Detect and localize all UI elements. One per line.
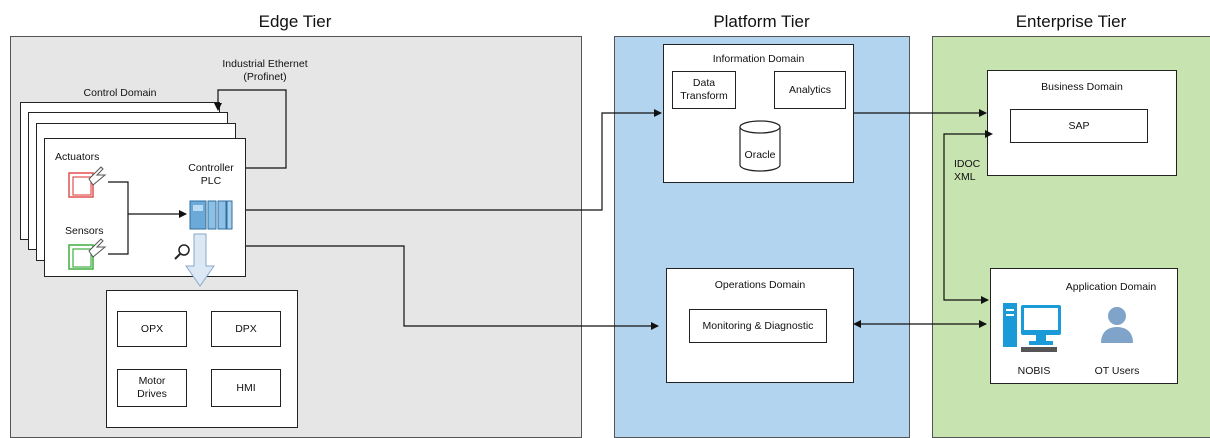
industrial-ethernet-label: Industrial Ethernet (Profinet) <box>200 58 330 83</box>
plc-icon <box>189 199 233 236</box>
motor-line1: Motor <box>138 375 166 388</box>
business-domain-box: Business Domain SAP <box>987 70 1177 176</box>
computer-icon <box>1001 299 1063 362</box>
enterprise-tier-title: Enterprise Tier <box>1015 12 1127 31</box>
platform-tier-title: Platform Tier <box>713 12 810 31</box>
field-devices-box: OPX DPX Motor Drives HMI <box>106 290 298 428</box>
idoc-line1: IDOC <box>954 158 981 170</box>
monitoring-diagnostic-label: Monitoring & Diagnostic <box>702 319 814 332</box>
industrial-ethernet-line2: (Profinet) <box>243 70 287 83</box>
oracle-label: Oracle <box>744 149 776 161</box>
data-transform-line1: Data <box>692 77 716 90</box>
sap-box: SAP <box>1010 109 1148 143</box>
sap-label: SAP <box>1068 119 1090 132</box>
information-domain-title: Information Domain <box>712 53 805 65</box>
hmi-box: HMI <box>211 369 281 407</box>
motor-drives-box: Motor Drives <box>117 369 187 407</box>
analytics-box: Analytics <box>774 71 846 109</box>
operations-domain-title: Operations Domain <box>714 279 806 291</box>
magnifier-icon <box>173 243 191 266</box>
opx-label: OPX <box>140 322 164 335</box>
application-domain-box: Application Domain NOBIS OT Users <box>990 268 1178 384</box>
dpx-box: DPX <box>211 311 281 347</box>
actuator-icon <box>67 165 115 206</box>
sensors-label: Sensors <box>65 225 104 237</box>
opx-box: OPX <box>117 311 187 347</box>
data-transform-line2: Transform <box>680 90 728 102</box>
operations-domain-box: Operations Domain Monitoring & Diagnosti… <box>666 268 854 383</box>
edge-tier-title: Edge Tier <box>258 12 332 31</box>
database-icon <box>738 119 782 178</box>
application-domain-title: Application Domain <box>1065 281 1157 293</box>
motor-line2: Drives <box>137 388 167 400</box>
industrial-ethernet-line1: Industrial Ethernet <box>222 58 308 70</box>
information-domain-box: Information Domain Data Transform Analyt… <box>663 44 854 183</box>
nobis-label: NOBIS <box>1017 365 1051 377</box>
user-icon <box>1099 305 1135 350</box>
data-transform-box: Data Transform <box>672 71 736 109</box>
controller-line1: Controller <box>188 162 234 174</box>
data-transform-label: Data Transform <box>680 77 727 102</box>
motor-drives-label: Motor Drives <box>137 375 167 400</box>
sensor-icon <box>67 237 115 278</box>
control-domain-label: Control Domain <box>83 87 157 99</box>
control-domain-front: Actuators Sensors Controller PLC <box>44 138 246 277</box>
idoc-xml-label: IDOC XML <box>954 158 988 183</box>
analytics-label: Analytics <box>788 83 831 96</box>
controller-plc-label: Controller PLC <box>181 162 241 187</box>
dpx-label: DPX <box>235 322 257 335</box>
controller-line2: PLC <box>200 174 222 187</box>
monitoring-diagnostic-box: Monitoring & Diagnostic <box>689 309 827 343</box>
idoc-line2: XML <box>954 170 976 183</box>
hmi-label: HMI <box>236 381 256 394</box>
ot-users-label: OT Users <box>1094 365 1140 377</box>
actuators-label: Actuators <box>55 151 100 163</box>
business-domain-title: Business Domain <box>1041 81 1123 93</box>
